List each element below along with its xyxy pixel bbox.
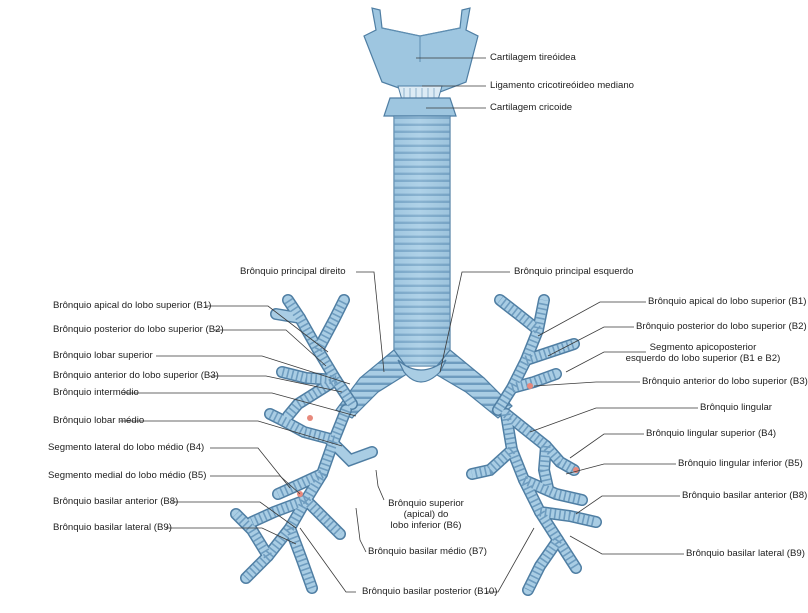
label-left-basilar-lateral-b9: Brônquio basilar lateral (B9) — [686, 548, 805, 559]
label-right-lobar-superior: Brônquio lobar superior — [53, 350, 153, 361]
label-left-anterior-b3: Brônquio anterior do lobo superior (B3) — [642, 376, 808, 387]
label-right-intermedio: Brônquio intermédio — [53, 387, 139, 398]
leader-lines — [120, 57, 698, 593]
trachea — [393, 115, 451, 367]
label-basilar-posterior-b10: Brônquio basilar posterior (B10) — [362, 586, 498, 597]
label-left-apicoposterior: Segmento apicoposterior esquerdo do lobo… — [612, 342, 794, 364]
label-right-basilar-anterior-b8: Brônquio basilar anterior (B8) — [53, 496, 179, 507]
label-right-medial-b5: Segmento medial do lobo médio (B5) — [48, 470, 207, 481]
label-left-apicoposterior-line2: esquerdo do lobo superior (B1 e B2) — [625, 353, 781, 364]
label-bronquio-principal-esquerdo: Brônquio principal esquerdo — [514, 266, 634, 277]
label-right-apical-b1: Brônquio apical do lobo superior (B1) — [53, 300, 212, 311]
label-bronquio-principal-direito: Brônquio principal direito — [240, 266, 346, 277]
label-left-apicoposterior-line1: Segmento apicoposterior — [649, 342, 757, 353]
label-right-lateral-b4: Segmento lateral do lobo médio (B4) — [48, 442, 205, 453]
left-bronchial-branches — [466, 294, 602, 596]
label-right-posterior-b2: Brônquio posterior do lobo superior (B2) — [53, 324, 224, 335]
label-left-basilar-anterior-b8: Brônquio basilar anterior (B8) — [682, 490, 808, 501]
label-left-lingular-superior-b4: Brônquio lingular superior (B4) — [646, 428, 777, 439]
label-right-basilar-lateral-b9: Brônquio basilar lateral (B9) — [53, 522, 172, 533]
right-bronchial-branches — [230, 294, 378, 594]
label-left-apical-b1: Brônquio apical do lobo superior (B1) — [648, 296, 807, 307]
label-superior-b6-line2: (apical) do — [403, 509, 449, 520]
label-left-lingular: Brônquio lingular — [700, 402, 772, 413]
label-right-anterior-b3: Brônquio anterior do lobo superior (B3) — [53, 370, 219, 381]
label-superior-b6-line3: lobo inferior (B6) — [390, 520, 462, 531]
label-cartilagem-cricoide: Cartilagem cricoide — [490, 102, 573, 113]
cricoid-cartilage — [383, 97, 457, 117]
label-cartilagem-tireoidea: Cartilagem tireóidea — [490, 52, 576, 63]
label-ligamento-cricotireoideo: Ligamento cricotireóideo mediano — [490, 80, 634, 91]
label-left-lingular-inferior-b5: Brônquio lingular inferior (B5) — [678, 458, 803, 469]
label-right-lobar-medio: Brônquio lobar médio — [53, 415, 145, 426]
label-left-posterior-b2: Brônquio posterior do lobo superior (B2) — [636, 321, 807, 332]
label-basilar-medio-b7: Brônquio basilar médio (B7) — [368, 546, 487, 557]
label-superior-b6: Brônquio superior (apical) do lobo infer… — [380, 498, 472, 531]
thyroid-cartilage — [363, 7, 479, 93]
label-superior-b6-line1: Brônquio superior — [388, 498, 464, 509]
